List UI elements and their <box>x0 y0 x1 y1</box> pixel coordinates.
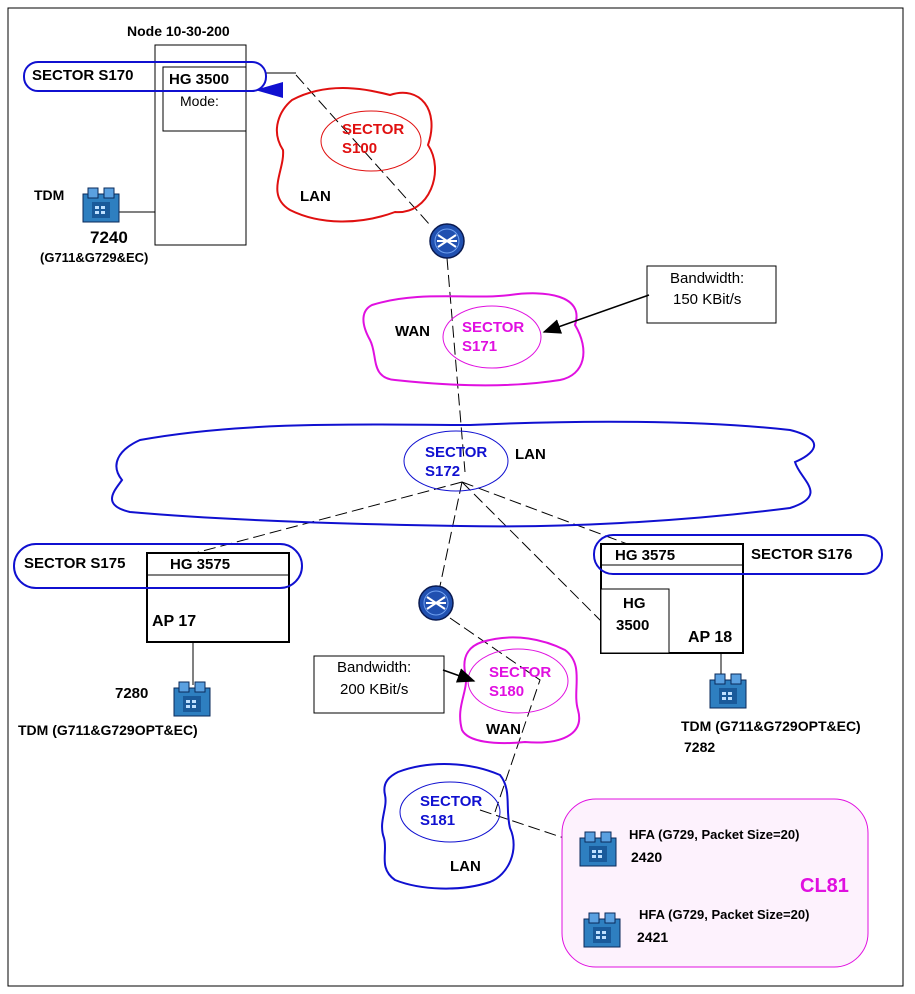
ext-2420: 2420 <box>631 849 662 865</box>
sector-s170 <box>23 61 267 92</box>
hg3575-left-label: HG 3575 <box>170 556 230 573</box>
sector-s100 <box>320 110 422 172</box>
hg3500-right-box <box>600 588 670 654</box>
cl81-label: CL81 <box>800 875 849 897</box>
tdm-7282: TDM (G711&G729OPT&EC) <box>681 718 861 734</box>
s181-line2: S181 <box>420 812 455 829</box>
wan1-cloud <box>362 292 585 387</box>
link-router2-to-s180 <box>449 617 541 813</box>
phone-icon <box>173 681 211 717</box>
s180-line1: SECTOR <box>489 664 551 681</box>
pointer-arrow-icon <box>255 82 283 98</box>
s172-line1: SECTOR <box>425 444 487 461</box>
bandwidth-150-box <box>646 265 777 324</box>
link-s172-to-router2 <box>439 481 463 587</box>
bandwidth-150-line1: Bandwidth: <box>670 270 744 287</box>
lan-top-cloud <box>275 87 437 223</box>
s180-line2: S180 <box>489 683 524 700</box>
lan-mid-cloud <box>111 420 815 528</box>
hg3500-right-line2: 3500 <box>616 617 649 634</box>
router-icon <box>418 585 454 621</box>
link-s172-to-s176 <box>461 481 631 546</box>
router-icon <box>429 223 465 259</box>
bandwidth-200-line2: 200 KBit/s <box>340 681 408 698</box>
link-s172-to-hg3500-right <box>461 481 626 646</box>
tdm-7280: TDM (G711&G729OPT&EC) <box>18 722 198 738</box>
dashed-links <box>149 74 631 851</box>
sector-s175-label: SECTOR S175 <box>24 555 125 572</box>
s172-line2: S172 <box>425 463 460 480</box>
s100-line2: S100 <box>342 140 377 157</box>
sector-s171 <box>442 305 542 369</box>
s171-line1: SECTOR <box>462 319 524 336</box>
hfa-2420: HFA (G729, Packet Size=20) <box>629 827 799 842</box>
hg3500-label: HG 3500 <box>169 71 229 88</box>
lan-mid-label: LAN <box>515 446 546 463</box>
bandwidth-200-line1: Bandwidth: <box>337 659 411 676</box>
s100-line1: SECTOR <box>342 121 404 138</box>
codec-7240: (G711&G729&EC) <box>40 250 148 265</box>
phone-icon <box>709 673 747 709</box>
sector-s180 <box>467 648 569 714</box>
ap17-label: AP 17 <box>152 613 196 630</box>
s181-line1: SECTOR <box>420 793 482 810</box>
link-s172-to-s175 <box>149 481 463 566</box>
ap17-box <box>146 552 290 643</box>
bandwidth-200-arrow <box>442 668 476 683</box>
link-router1-to-s172 <box>446 257 466 473</box>
ext-7240: 7240 <box>90 228 128 247</box>
wan1-label: WAN <box>395 323 430 340</box>
solid-links <box>118 72 722 685</box>
bandwidth-200-box <box>313 655 445 714</box>
bandwidth-150-arrow <box>542 294 650 334</box>
node-title: Node 10-30-200 <box>127 23 230 39</box>
ext-2421: 2421 <box>637 929 668 945</box>
diagram-frame <box>7 7 904 987</box>
node-box <box>154 44 247 246</box>
sector-s181 <box>399 781 501 843</box>
sector-s170-label: SECTOR S170 <box>32 67 133 84</box>
hg3500-right-line1: HG <box>623 595 646 612</box>
lan-bottom-label: LAN <box>450 858 481 875</box>
sector-s176-label: SECTOR S176 <box>751 546 852 563</box>
sector-s176 <box>593 534 883 575</box>
wan2-label: WAN <box>486 721 521 738</box>
lan-bottom-cloud <box>381 763 515 890</box>
mode-label: Mode: <box>180 93 219 109</box>
hfa-2421: HFA (G729, Packet Size=20) <box>639 907 809 922</box>
lan-top-label: LAN <box>300 188 331 205</box>
s171-line2: S171 <box>462 338 497 355</box>
cl81-cluster <box>561 798 869 968</box>
hg3575-right-label: HG 3575 <box>615 547 675 564</box>
sector-s175 <box>13 543 303 589</box>
tdm-label: TDM <box>34 187 64 203</box>
bandwidth-150-line2: 150 KBit/s <box>673 291 741 308</box>
sector-s172 <box>403 430 509 492</box>
ap18-label: AP 18 <box>688 629 732 646</box>
hg3500-box <box>162 66 247 132</box>
phone-icon <box>82 187 120 223</box>
ext-7280: 7280 <box>115 685 148 702</box>
ext-7282: 7282 <box>684 739 715 755</box>
